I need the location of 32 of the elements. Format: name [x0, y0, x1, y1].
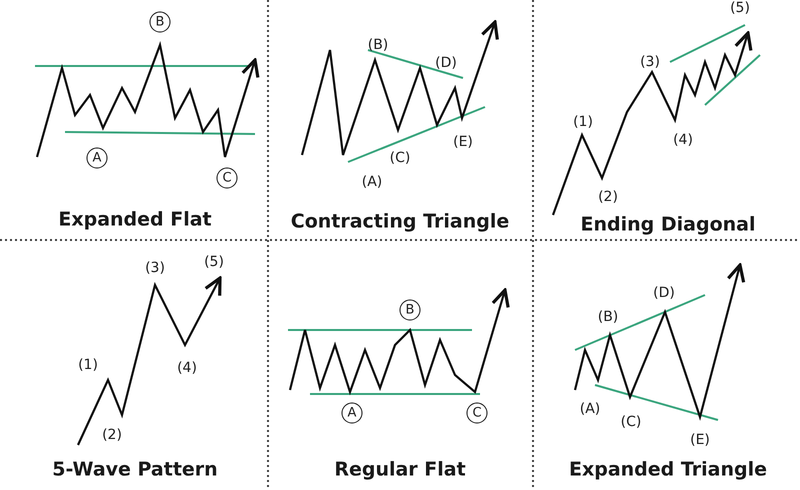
wave-label: (D): [653, 286, 675, 300]
wave-label: (1): [573, 115, 593, 129]
wave-label: (5): [204, 255, 224, 269]
wave-label: (B): [368, 38, 388, 52]
wave-label: (E): [453, 135, 473, 149]
circled-wave-letter: C: [466, 402, 488, 424]
wave-label: (3): [640, 55, 660, 69]
pattern-title: Expanded Triangle: [569, 460, 767, 480]
pattern-title: Contracting Triangle: [290, 212, 510, 232]
pattern-title: Ending Diagonal: [580, 216, 756, 234]
circled-wave-letter: A: [342, 402, 362, 424]
pattern-title: Expanded Flat: [58, 210, 212, 230]
wave-label: (5): [730, 1, 750, 15]
pattern-title: 5-Wave Pattern: [52, 460, 218, 480]
wave-label: (4): [673, 133, 693, 147]
wave-label: (E): [690, 433, 710, 447]
wave-label: (C): [620, 415, 642, 429]
wave-label: (1): [78, 358, 98, 372]
wave-label: (A): [362, 175, 382, 189]
wave-label: (D): [435, 56, 457, 70]
wave-label: (4): [177, 361, 197, 375]
wave-label: (3): [145, 261, 165, 275]
wave-label: (A): [580, 402, 600, 416]
circled-wave-letter: A: [86, 148, 108, 168]
circled-wave-letter: B: [150, 12, 170, 32]
circled-wave-letter: B: [400, 300, 420, 320]
wave-label: (C): [390, 151, 410, 165]
wave-label: (2): [598, 190, 618, 204]
wave-label: (2): [102, 428, 122, 442]
pattern-title: Regular Flat: [334, 460, 466, 480]
wave-label: (B): [598, 310, 618, 324]
circled-wave-letter: C: [216, 168, 238, 188]
